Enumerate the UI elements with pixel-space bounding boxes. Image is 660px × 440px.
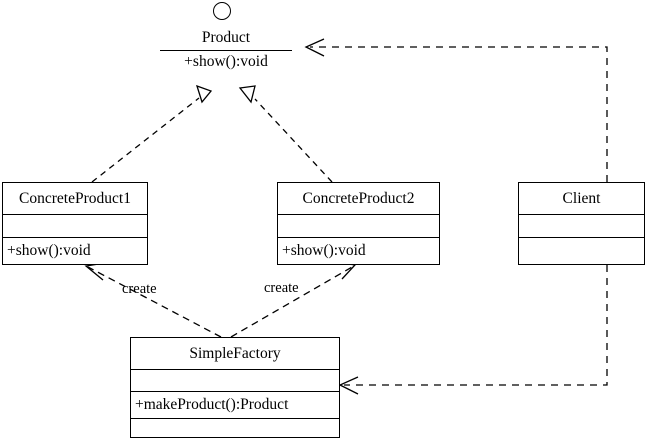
edge-create-simplefactory-concreteproduct1	[84, 262, 222, 338]
edge-dependency-client-simplefactory	[338, 265, 608, 395]
uml-class-concreteproduct1[interactable]: ConcreteProduct1 +show():void	[2, 182, 148, 265]
create-line-cp2	[230, 266, 353, 338]
edge-realization-concreteproduct2-product	[238, 85, 333, 183]
concreteproduct1-class-name: ConcreteProduct1	[19, 189, 131, 207]
edge-dependency-client-product	[304, 38, 608, 182]
dependency-line-client-factory	[344, 265, 608, 386]
edge-create-simplefactory-concreteproduct2	[230, 261, 357, 338]
product-operations: +show():void	[184, 53, 268, 70]
simplefactory-attributes	[131, 369, 339, 391]
realization-line-cp1	[91, 97, 200, 183]
hollow-triangle-arrowhead-cp2	[238, 85, 256, 104]
edge-label-create-left: create	[122, 281, 157, 297]
dependency-line-client-product	[310, 46, 608, 182]
uml-class-concreteproduct2[interactable]: ConcreteProduct2 +show():void	[277, 182, 440, 265]
interface-lollipop-circle-icon	[213, 2, 231, 20]
edge-realization-concreteproduct1-product	[91, 84, 213, 183]
uml-class-client[interactable]: Client	[518, 182, 645, 265]
hollow-triangle-arrowhead-cp1	[195, 84, 213, 104]
open-arrowhead-client-product	[304, 38, 325, 57]
client-operations	[519, 237, 644, 264]
create-line-cp1	[87, 266, 222, 338]
edge-label-create-right: create	[264, 280, 299, 296]
client-class-name: Client	[562, 189, 601, 207]
client-attributes	[519, 214, 644, 237]
simplefactory-extra-compartment	[131, 418, 339, 437]
uml-class-simplefactory[interactable]: SimpleFactory +makeProduct():Product	[130, 337, 340, 438]
concreteproduct2-class-name: ConcreteProduct2	[302, 189, 415, 207]
concreteproduct2-operations: +show():void	[278, 237, 439, 264]
simplefactory-class-name: SimpleFactory	[189, 344, 281, 362]
concreteproduct2-attributes	[278, 214, 439, 237]
open-arrowhead-client-factory	[338, 376, 359, 395]
simplefactory-operations: +makeProduct():Product	[131, 391, 339, 418]
uml-class-product[interactable]: Product +show():void	[160, 28, 292, 72]
product-class-name: Product	[160, 28, 292, 51]
concreteproduct1-operations: +show():void	[3, 237, 147, 264]
realization-line-cp2	[254, 98, 333, 183]
concreteproduct1-attributes	[3, 214, 147, 237]
open-arrowhead-create-cp1	[84, 262, 106, 281]
